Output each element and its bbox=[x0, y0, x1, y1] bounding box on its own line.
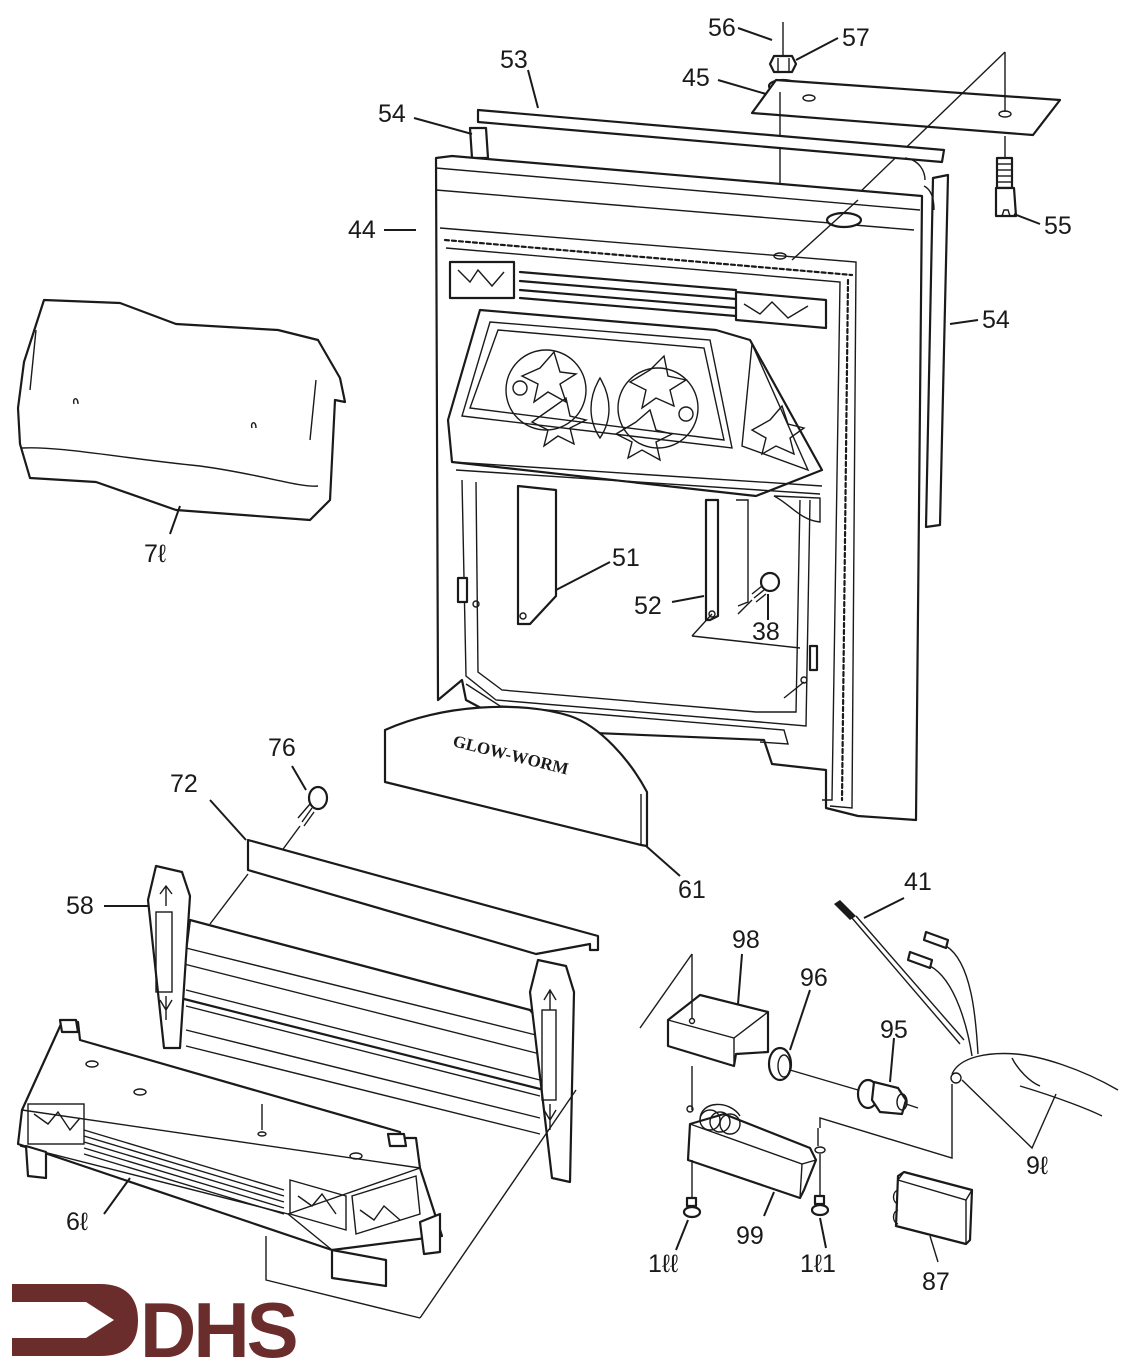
ignition-unit-99 bbox=[686, 1084, 953, 1200]
callout-51: 51 bbox=[612, 544, 640, 572]
screw-38 bbox=[737, 571, 781, 615]
callout-100: 1ℓℓ bbox=[648, 1250, 679, 1278]
arrow-right-bracket-icon bbox=[12, 1284, 138, 1356]
callout-95: 95 bbox=[880, 1016, 908, 1044]
fuel-bed-fret-58 bbox=[146, 864, 577, 1319]
name-plate-61: GLOW-WORM bbox=[383, 705, 649, 848]
callout-58: 58 bbox=[66, 892, 94, 920]
seal-strip-54-top bbox=[468, 126, 490, 160]
callout-99: 99 bbox=[736, 1222, 764, 1250]
screw-101 bbox=[810, 1194, 830, 1217]
callout-70: 7ℓ bbox=[144, 540, 167, 568]
callout-52: 52 bbox=[634, 592, 662, 620]
deflector-72 bbox=[209, 838, 600, 956]
callout-55: 55 bbox=[1044, 212, 1072, 240]
ashpan-front-60 bbox=[16, 1018, 444, 1319]
callout-76: 76 bbox=[268, 734, 296, 762]
callout-57: 57 bbox=[842, 24, 870, 52]
callout-44: 44 bbox=[348, 216, 376, 244]
callout-60: 6ℓ bbox=[66, 1208, 89, 1236]
logo-text: DHS bbox=[140, 1286, 296, 1371]
leader-lines bbox=[103, 27, 1041, 1251]
screw-76 bbox=[277, 785, 329, 857]
grommet-96 bbox=[767, 1046, 859, 1091]
callout-61: 61 bbox=[678, 876, 706, 904]
callout-98: 98 bbox=[732, 926, 760, 954]
nut-56 bbox=[768, 22, 798, 74]
callout-45: 45 bbox=[682, 64, 710, 92]
callout-labels: 56 57 53 45 54 44 55 54 7ℓ 51 52 38 76 7… bbox=[66, 14, 1072, 1296]
top-seal-strip-53 bbox=[476, 108, 946, 181]
side-bracket-51 bbox=[516, 484, 558, 626]
side-bracket-52 bbox=[691, 498, 801, 649]
callout-53: 53 bbox=[500, 46, 528, 74]
callout-87: 87 bbox=[922, 1268, 950, 1296]
callout-96: 96 bbox=[800, 964, 828, 992]
ceramic-fuel-block-70 bbox=[16, 298, 347, 522]
thermocouple-lead-41 bbox=[834, 900, 965, 1045]
callout-90: 9ℓ bbox=[1026, 1152, 1049, 1180]
seal-strip-54-side bbox=[923, 173, 950, 529]
battery-87 bbox=[892, 1170, 974, 1263]
front-casing-44 bbox=[434, 154, 924, 822]
ignition-cover-98 bbox=[639, 953, 770, 1110]
screw-100 bbox=[682, 1196, 702, 1219]
callout-72: 72 bbox=[170, 770, 198, 798]
gland-nut-95 bbox=[856, 1078, 919, 1116]
callout-101: 1ℓ1 bbox=[800, 1250, 836, 1278]
callout-54-side: 54 bbox=[982, 306, 1010, 334]
callout-54-top: 54 bbox=[378, 100, 406, 128]
dhs-logo: DHS bbox=[12, 1284, 299, 1371]
wiring-harness-90 bbox=[906, 930, 1119, 1150]
callout-38: 38 bbox=[752, 618, 780, 646]
callout-41: 41 bbox=[904, 868, 932, 896]
callout-56: 56 bbox=[708, 14, 736, 42]
stud-55 bbox=[994, 156, 1018, 218]
